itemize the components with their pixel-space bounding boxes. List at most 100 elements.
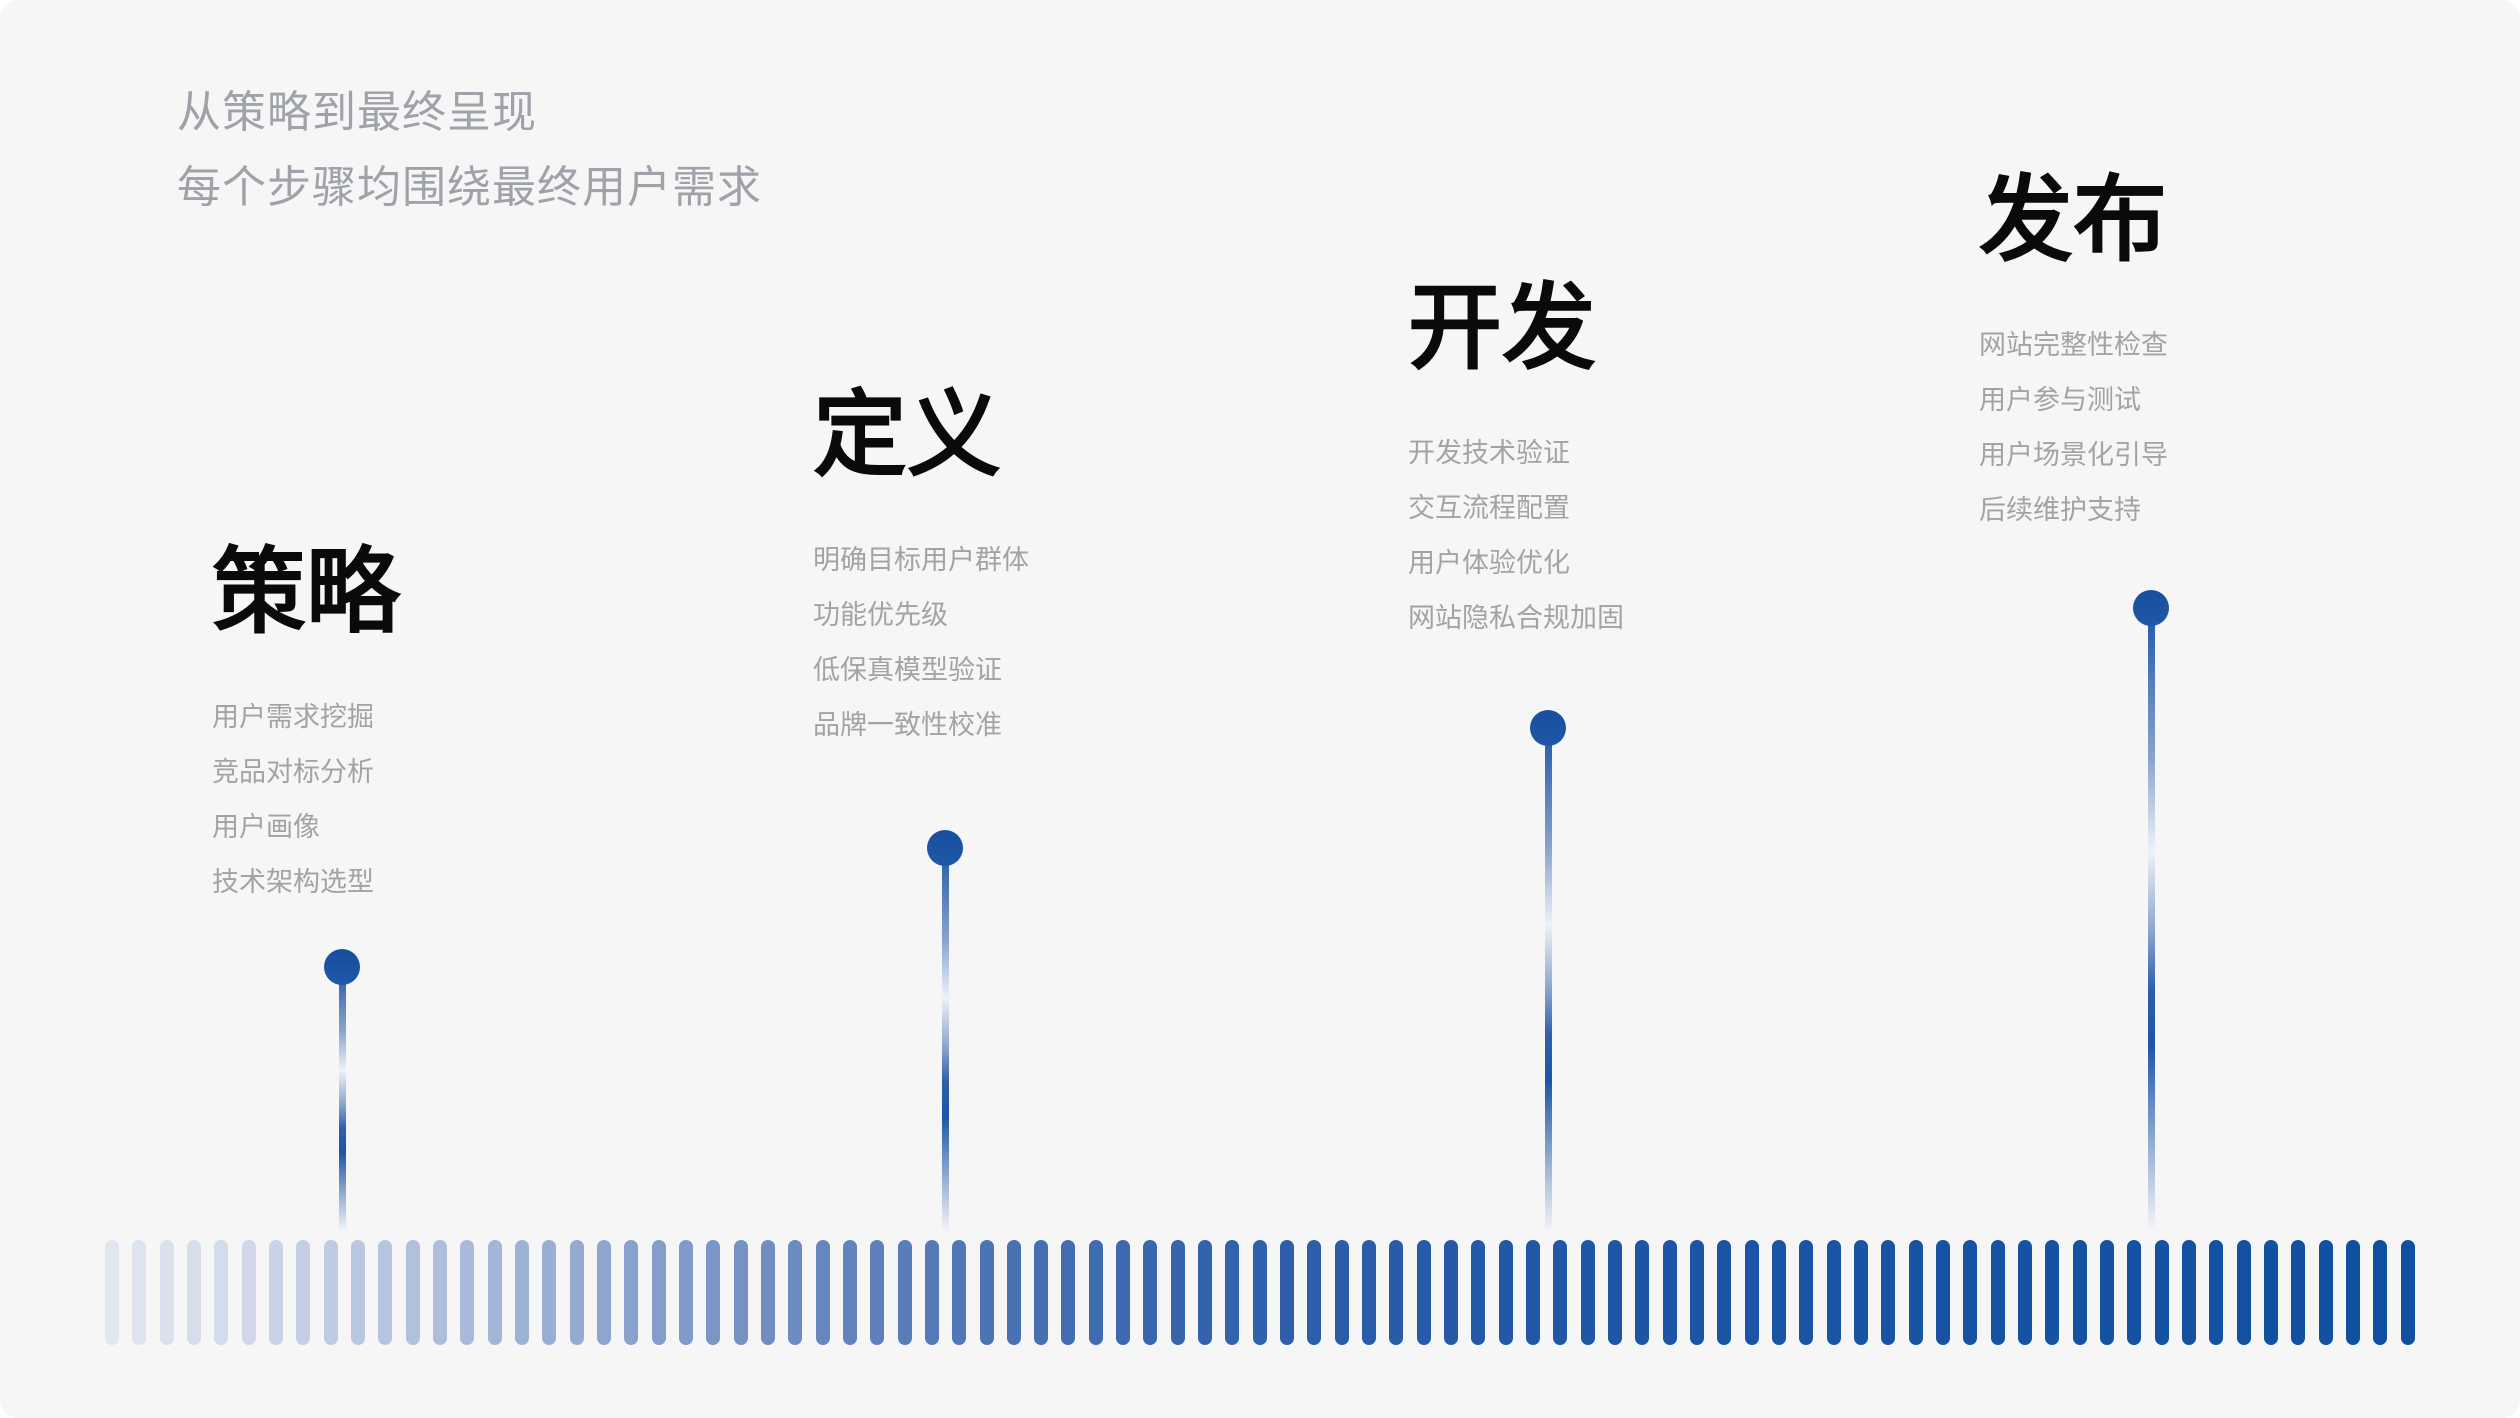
timeline-bar (514, 1240, 529, 1345)
timeline-bar (569, 1240, 584, 1345)
stage-item-list: 网站完整性检查 用户参与测试 用户场景化引导 后续维护支持 (1979, 318, 2520, 538)
milestone-dot (324, 949, 360, 985)
timeline-bar (2236, 1240, 2251, 1345)
timeline-bar (432, 1240, 447, 1345)
stage-item: 网站隐私合规加固 (1408, 603, 1624, 633)
stage-item: 功能优先级 (813, 600, 948, 630)
timeline-bar (2045, 1240, 2060, 1345)
stage-define: 定义 明确目标用户群体 功能优先级 低保真模型验证 品牌一致性校准 (813, 388, 1373, 753)
timeline-bar (760, 1240, 775, 1345)
timeline-bar (1471, 1240, 1486, 1345)
timeline-bar (2017, 1240, 2032, 1345)
page-subtitle: 从策略到最终呈现 每个步骤均围绕最终用户需求 (177, 75, 762, 225)
timeline-bar (1662, 1240, 1677, 1345)
stage-title: 策略 (212, 539, 401, 644)
timeline-bar (1143, 1240, 1158, 1345)
milestone-stem (2147, 608, 2155, 1232)
timeline-bar (1826, 1240, 1841, 1345)
timeline-bar (1990, 1240, 2005, 1345)
stage-develop: 开发 开发技术验证 交互流程配置 用户体验优化 网站隐私合规加固 (1408, 281, 1968, 646)
timeline-bar (2154, 1240, 2169, 1345)
timeline-bar (1116, 1240, 1131, 1345)
timeline-bar (1908, 1240, 1923, 1345)
stage-strategy: 策略 用户需求挖掘 竞品对标分析 用户画像 技术架构选型 (212, 545, 772, 910)
timeline-bar (132, 1240, 147, 1345)
stage-item: 网站完整性检查 (1979, 330, 2168, 360)
timeline-bar (624, 1240, 639, 1345)
stage-item: 技术架构选型 (212, 867, 374, 897)
timeline-bar (405, 1240, 420, 1345)
timeline-bar (596, 1240, 611, 1345)
timeline-bar (2345, 1240, 2360, 1345)
timeline-bar (952, 1240, 967, 1345)
timeline-bar (2373, 1240, 2388, 1345)
timeline-bar (350, 1240, 365, 1345)
stage-item: 用户需求挖掘 (212, 702, 374, 732)
timeline-bar (1744, 1240, 1759, 1345)
milestone-dot (927, 830, 963, 866)
timeline-bar (1935, 1240, 1950, 1345)
stage-item: 低保真模型验证 (813, 655, 1002, 685)
milestone-stem (941, 848, 949, 1232)
timeline-bar (1034, 1240, 1049, 1345)
stage-item: 用户体验优化 (1408, 548, 1570, 578)
timeline-bar (296, 1240, 311, 1345)
timeline-bar (733, 1240, 748, 1345)
timeline-bar (2072, 1240, 2087, 1345)
timeline-bar (1307, 1240, 1322, 1345)
timeline-bar (2181, 1240, 2196, 1345)
stage-item: 用户场景化引导 (1979, 440, 2168, 470)
timeline-bar (815, 1240, 830, 1345)
stage-launch: 发布 网站完整性检查 用户参与测试 用户场景化引导 后续维护支持 (1979, 173, 2520, 538)
stage-item: 交互流程配置 (1408, 493, 1570, 523)
timeline-bar (678, 1240, 693, 1345)
stage-item-list: 明确目标用户群体 功能优先级 低保真模型验证 品牌一致性校准 (813, 533, 1373, 753)
stage-item: 竞品对标分析 (212, 757, 374, 787)
timeline-bar (1389, 1240, 1404, 1345)
timeline-bar (1635, 1240, 1650, 1345)
timeline-bar (378, 1240, 393, 1345)
milestone-stem (338, 967, 346, 1232)
timeline-bar (1061, 1240, 1076, 1345)
timeline-bar (323, 1240, 338, 1345)
timeline-bar (2209, 1240, 2224, 1345)
timeline-bar (1416, 1240, 1431, 1345)
timeline-bar (2291, 1240, 2306, 1345)
timeline-bar (1799, 1240, 1814, 1345)
timeline-bar (1772, 1240, 1787, 1345)
stage-item: 用户画像 (212, 812, 320, 842)
timeline-bar (1088, 1240, 1103, 1345)
stage-item: 后续维护支持 (1979, 495, 2141, 525)
timeline-bar (1690, 1240, 1705, 1345)
timeline-bar (186, 1240, 201, 1345)
timeline-bar (1854, 1240, 1868, 1345)
milestone-stem (1544, 728, 1552, 1232)
timeline-bar (1252, 1240, 1267, 1345)
timeline-bar (105, 1240, 119, 1345)
timeline-bar (1170, 1240, 1185, 1345)
timeline-bar (2127, 1240, 2142, 1345)
timeline-bar (1526, 1240, 1541, 1345)
timeline-bar (1225, 1240, 1240, 1345)
timeline-bar (268, 1240, 283, 1345)
timeline-bar (241, 1240, 256, 1345)
stage-item: 用户参与测试 (1979, 385, 2141, 415)
timeline-bar (214, 1240, 229, 1345)
timeline-bar (870, 1240, 885, 1345)
timeline-bar (1963, 1240, 1978, 1345)
timeline-bar (487, 1240, 502, 1345)
timeline-bar (2318, 1240, 2333, 1345)
timeline-bar (2099, 1240, 2114, 1345)
timeline-bar (1608, 1240, 1623, 1345)
stage-item: 明确目标用户群体 (813, 545, 1029, 575)
timeline-bar (897, 1240, 912, 1345)
timeline-bar (2400, 1240, 2415, 1345)
timeline-bar (1580, 1240, 1595, 1345)
subtitle-line-1: 从策略到最终呈现 (177, 88, 537, 137)
timeline-bar (924, 1240, 939, 1345)
timeline-bar (1498, 1240, 1513, 1345)
timeline-bar (542, 1240, 557, 1345)
milestone-dot (1530, 710, 1566, 746)
stage-title: 开发 (1408, 275, 1597, 380)
timeline-bar (1198, 1240, 1213, 1345)
